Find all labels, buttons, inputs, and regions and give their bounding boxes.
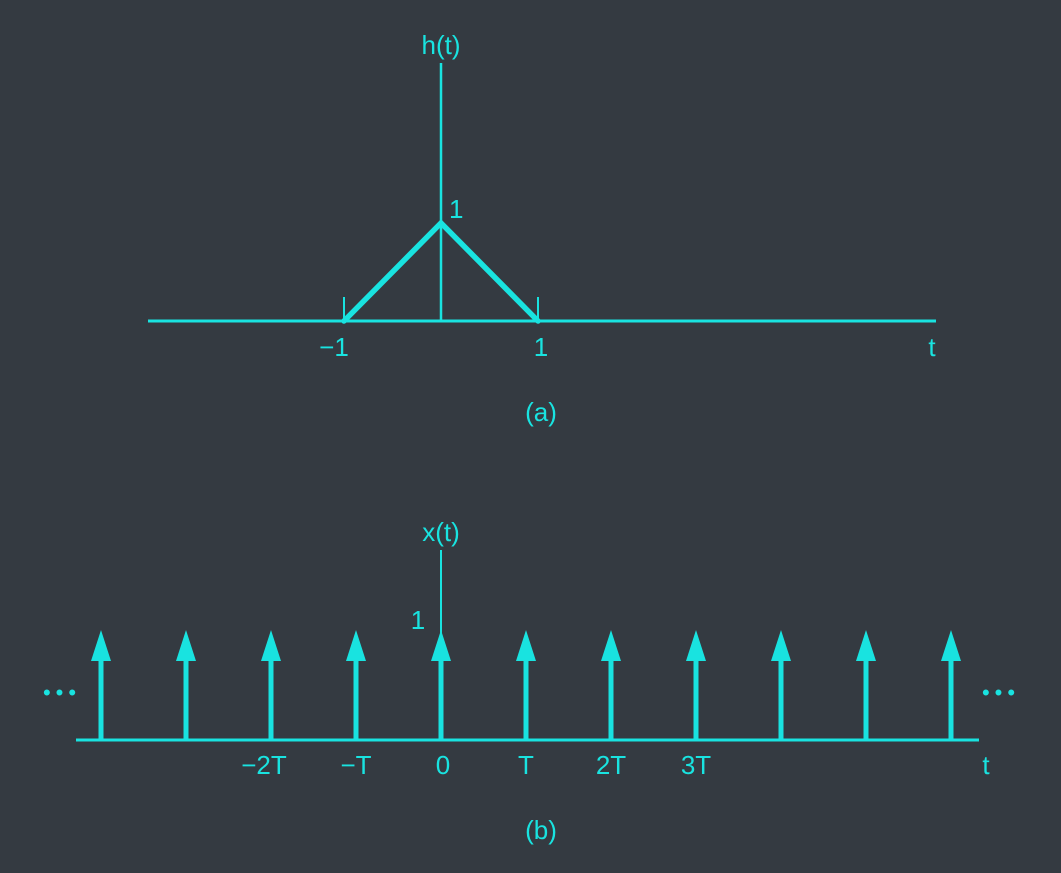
left-ellipsis: ••• [43, 680, 81, 705]
panel-b-tick-label: −2T [241, 750, 287, 780]
impulse-arrowhead [346, 630, 366, 661]
panel-a-y-label: h(t) [422, 30, 461, 60]
impulse-arrowhead [856, 630, 876, 661]
panel-a-peak-label: 1 [449, 194, 463, 224]
panel-b: x(t) 1 ••• ••• −2T −T 0 T 2T 3T t (b) [43, 517, 1020, 845]
impulse-arrow [346, 630, 366, 740]
impulse-arrow [856, 630, 876, 740]
triangle-pulse [341, 219, 541, 324]
impulse-arrowhead [601, 630, 621, 661]
impulse-arrow [516, 630, 536, 740]
panel-a-tick-label: 1 [534, 332, 548, 362]
impulse-arrowhead [941, 630, 961, 661]
impulse-arrow [601, 630, 621, 740]
panel-b-height-label: 1 [411, 605, 425, 635]
impulse-arrow [91, 630, 111, 740]
impulse-arrow [771, 630, 791, 740]
panel-b-tick-label: 3T [681, 750, 711, 780]
impulse-arrow [176, 630, 196, 740]
impulse-arrowhead [176, 630, 196, 661]
impulse-train [91, 630, 961, 740]
impulse-arrowhead [771, 630, 791, 661]
impulse-arrowhead [91, 630, 111, 661]
panel-b-tick-label: −T [340, 750, 371, 780]
panel-a: h(t) 1 −1 1 t (a) [148, 30, 936, 427]
panel-b-tick-label: T [518, 750, 534, 780]
impulse-arrow [431, 630, 451, 740]
impulse-arrowhead [516, 630, 536, 661]
panel-b-tick-label: 2T [596, 750, 626, 780]
panel-a-x-label: t [928, 332, 936, 362]
panel-b-caption: (b) [525, 815, 557, 845]
panel-a-tick-label: −1 [319, 332, 349, 362]
right-ellipsis: ••• [982, 680, 1020, 705]
impulse-arrow [686, 630, 706, 740]
panel-b-x-label: t [982, 750, 990, 780]
panel-a-caption: (a) [525, 397, 557, 427]
impulse-arrow [941, 630, 961, 740]
impulse-arrowhead [686, 630, 706, 661]
panel-b-y-label: x(t) [422, 517, 460, 547]
impulse-arrowhead [261, 630, 281, 661]
impulse-arrow [261, 630, 281, 740]
impulse-arrowhead [431, 630, 451, 661]
panel-b-tick-label: 0 [436, 750, 450, 780]
